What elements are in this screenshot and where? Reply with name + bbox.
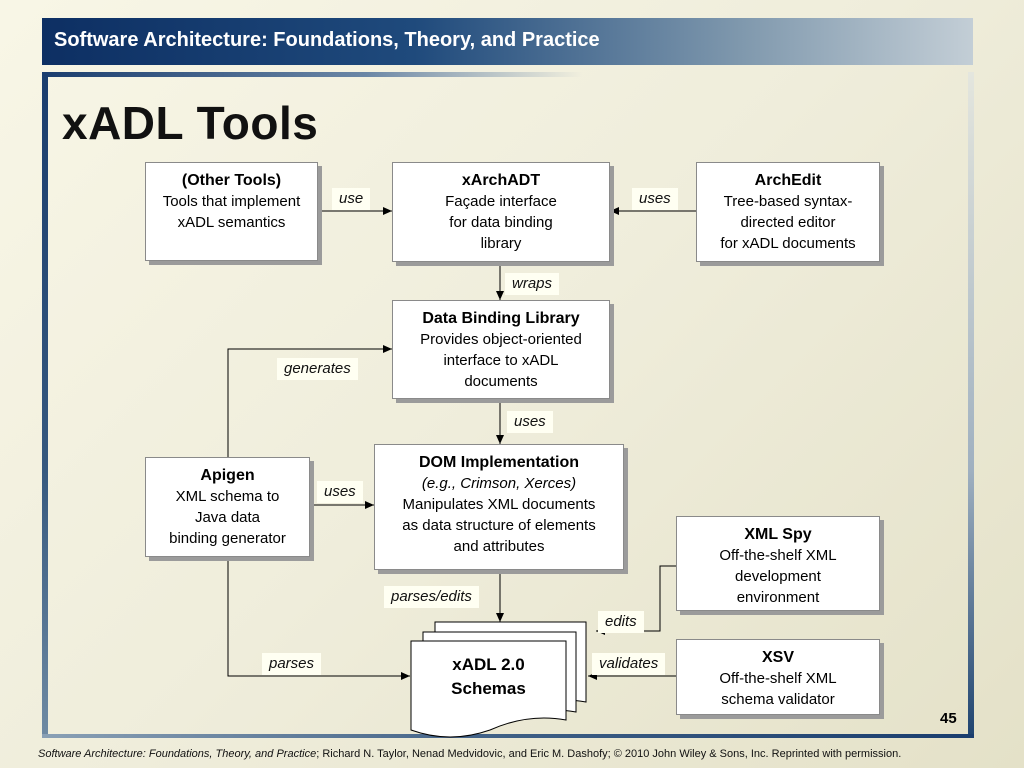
data-binding-library-line: interface to xADL <box>443 352 559 369</box>
label-parses: parses <box>262 653 322 675</box>
apigen-box: Apigen XML schema to Java data binding g… <box>145 457 310 557</box>
connector-generates <box>227 345 392 457</box>
xarchadt-line: library <box>480 235 522 252</box>
archedit-box: ArchEdit Tree-based syntax- directed edi… <box>696 162 880 262</box>
archedit-line: Tree-based syntax- <box>723 193 853 210</box>
apigen-line: XML schema to <box>175 488 280 505</box>
data-binding-library-line: Provides object-oriented <box>420 331 582 348</box>
xarchadt-title: xArchADT <box>461 172 541 189</box>
label-uses-archedit: uses <box>632 188 678 210</box>
label-uses-dbl: uses <box>507 411 553 433</box>
dom-implementation-box: DOM Implementation (e.g., Crimson, Xerce… <box>374 444 624 570</box>
other-tools-box: (Other Tools) Tools that implement xADL … <box>145 162 318 261</box>
label-edits: edits <box>598 611 644 633</box>
schema-doc-front <box>410 640 567 738</box>
xsv-line: schema validator <box>721 691 835 708</box>
data-binding-library-title: Data Binding Library <box>422 310 580 327</box>
label-generates: generates <box>277 358 358 380</box>
dom-implementation-line: Manipulates XML documents <box>402 496 596 513</box>
label-use: use <box>332 188 371 210</box>
page-number: 45 <box>940 710 957 727</box>
schema-document-stack <box>410 621 587 738</box>
xarchadt-line: Façade interface <box>445 193 557 210</box>
dom-implementation-line: and attributes <box>453 538 545 555</box>
connector-parses <box>227 557 410 680</box>
footer-citation: Software Architecture: Foundations, Theo… <box>38 748 901 760</box>
xarchadt-line: for data binding <box>449 214 553 231</box>
frame-right-rule <box>968 72 974 737</box>
label-uses-apigen: uses <box>317 481 363 503</box>
other-tools-title: (Other Tools) <box>181 172 282 189</box>
xsv-title: XSV <box>761 649 794 666</box>
data-binding-library-line: documents <box>464 373 538 390</box>
frame-top-rule <box>42 72 582 77</box>
apigen-line: binding generator <box>169 530 286 547</box>
xsv-line: Off-the-shelf XML <box>719 670 837 687</box>
label-validates: validates <box>592 653 666 675</box>
footer-book-title: Software Architecture: Foundations, Theo… <box>38 748 317 760</box>
frame-left-rule <box>42 72 48 737</box>
dom-implementation-line: as data structure of elements <box>402 517 596 534</box>
apigen-title: Apigen <box>200 467 255 484</box>
xml-spy-line: Off-the-shelf XML <box>719 547 837 564</box>
header-bar <box>42 18 973 65</box>
xml-spy-line: environment <box>736 589 820 606</box>
archedit-line: directed editor <box>740 214 836 231</box>
archedit-title: ArchEdit <box>754 172 822 189</box>
xml-spy-title: XML Spy <box>744 526 812 543</box>
xsv-box: XSV Off-the-shelf XML schema validator <box>676 639 880 715</box>
xml-spy-line: development <box>735 568 821 585</box>
xml-spy-box: XML Spy Off-the-shelf XML development en… <box>676 516 880 611</box>
other-tools-line: Tools that implement <box>162 193 301 210</box>
dom-implementation-examples: (e.g., Crimson, Xerces) <box>421 475 577 492</box>
archedit-line: for xADL documents <box>720 235 856 252</box>
label-wraps: wraps <box>505 273 560 295</box>
header-title: Software Architecture: Foundations, Theo… <box>54 29 600 51</box>
data-binding-library-box: Data Binding Library Provides object-ori… <box>392 300 610 399</box>
schemas-title: xADL 2.0 <box>452 655 525 674</box>
apigen-line: Java data <box>194 509 261 526</box>
dom-implementation-title: DOM Implementation <box>418 454 579 471</box>
other-tools-line: xADL semantics <box>177 214 286 231</box>
xarchadt-box: xArchADT Façade interface for data bindi… <box>392 162 610 262</box>
slide-title: xADL Tools <box>62 97 319 149</box>
schemas-subtitle: Schemas <box>451 679 526 698</box>
footer-credits: ; Richard N. Taylor, Nenad Medvidovic, a… <box>316 748 902 760</box>
frame-bottom-rule <box>42 734 974 738</box>
label-parses-edits: parses/edits <box>384 586 479 608</box>
